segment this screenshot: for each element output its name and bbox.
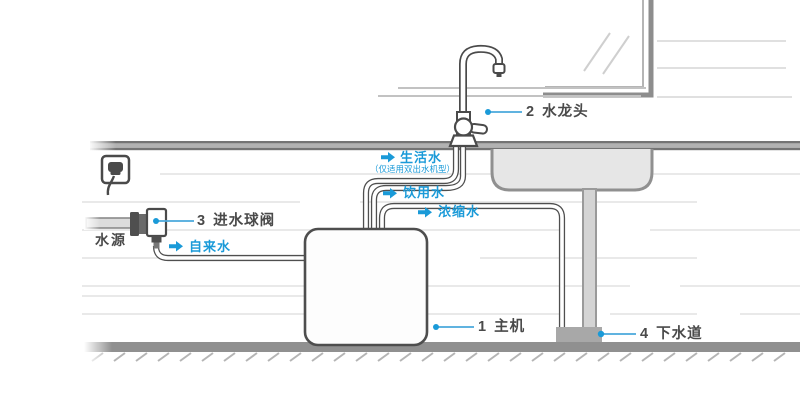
countertop [88, 140, 800, 151]
sink [490, 149, 654, 192]
callout-faucet-label: 水龙头 [542, 104, 589, 120]
flow-arrow-icon [418, 207, 432, 218]
faucet [448, 44, 506, 148]
flow-label-living-water: 生活水 [400, 150, 443, 165]
callout-leaders [156, 111, 636, 335]
callout-drain-label: 下水道 [656, 326, 703, 342]
flow-label-concentrated-water: 浓缩水 [438, 204, 481, 219]
window [543, 0, 654, 98]
callout-drain: 4 下水道 [640, 327, 703, 342]
flow-arrows [169, 152, 432, 252]
backsplash-lines [378, 87, 646, 97]
callout-main-unit-label: 主机 [494, 319, 526, 335]
drain-pipe [582, 188, 597, 332]
callout-inlet-valve-label: 进水球阀 [213, 213, 276, 229]
floor [84, 341, 800, 363]
flow-arrow-icon [383, 188, 397, 199]
flow-label-tap-water: 自来水 [189, 239, 232, 254]
inlet-valve [130, 207, 168, 249]
callout-inlet-valve-number: 3 [197, 213, 207, 229]
power-outlet [100, 154, 131, 196]
main-unit [303, 227, 429, 347]
flow-note-living-water: （仅适用双出水机型） [370, 164, 456, 174]
flow-arrow-icon [169, 241, 183, 252]
callout-faucet-number: 2 [526, 104, 536, 120]
water-source-label: 水源 [95, 232, 127, 248]
drain-base [556, 327, 602, 342]
callout-inlet-valve: 3 进水球阀 [197, 214, 275, 229]
flow-label-drinking-water: 饮用水 [403, 185, 446, 200]
flow-arrow-icon [381, 152, 395, 163]
callout-drain-number: 4 [640, 326, 650, 342]
callout-main-unit-number: 1 [478, 319, 488, 335]
callout-faucet: 2 水龙头 [526, 105, 589, 120]
callout-dots [153, 109, 605, 338]
wall-siding-lines [657, 40, 792, 98]
callout-main-unit: 1 主机 [478, 320, 525, 335]
